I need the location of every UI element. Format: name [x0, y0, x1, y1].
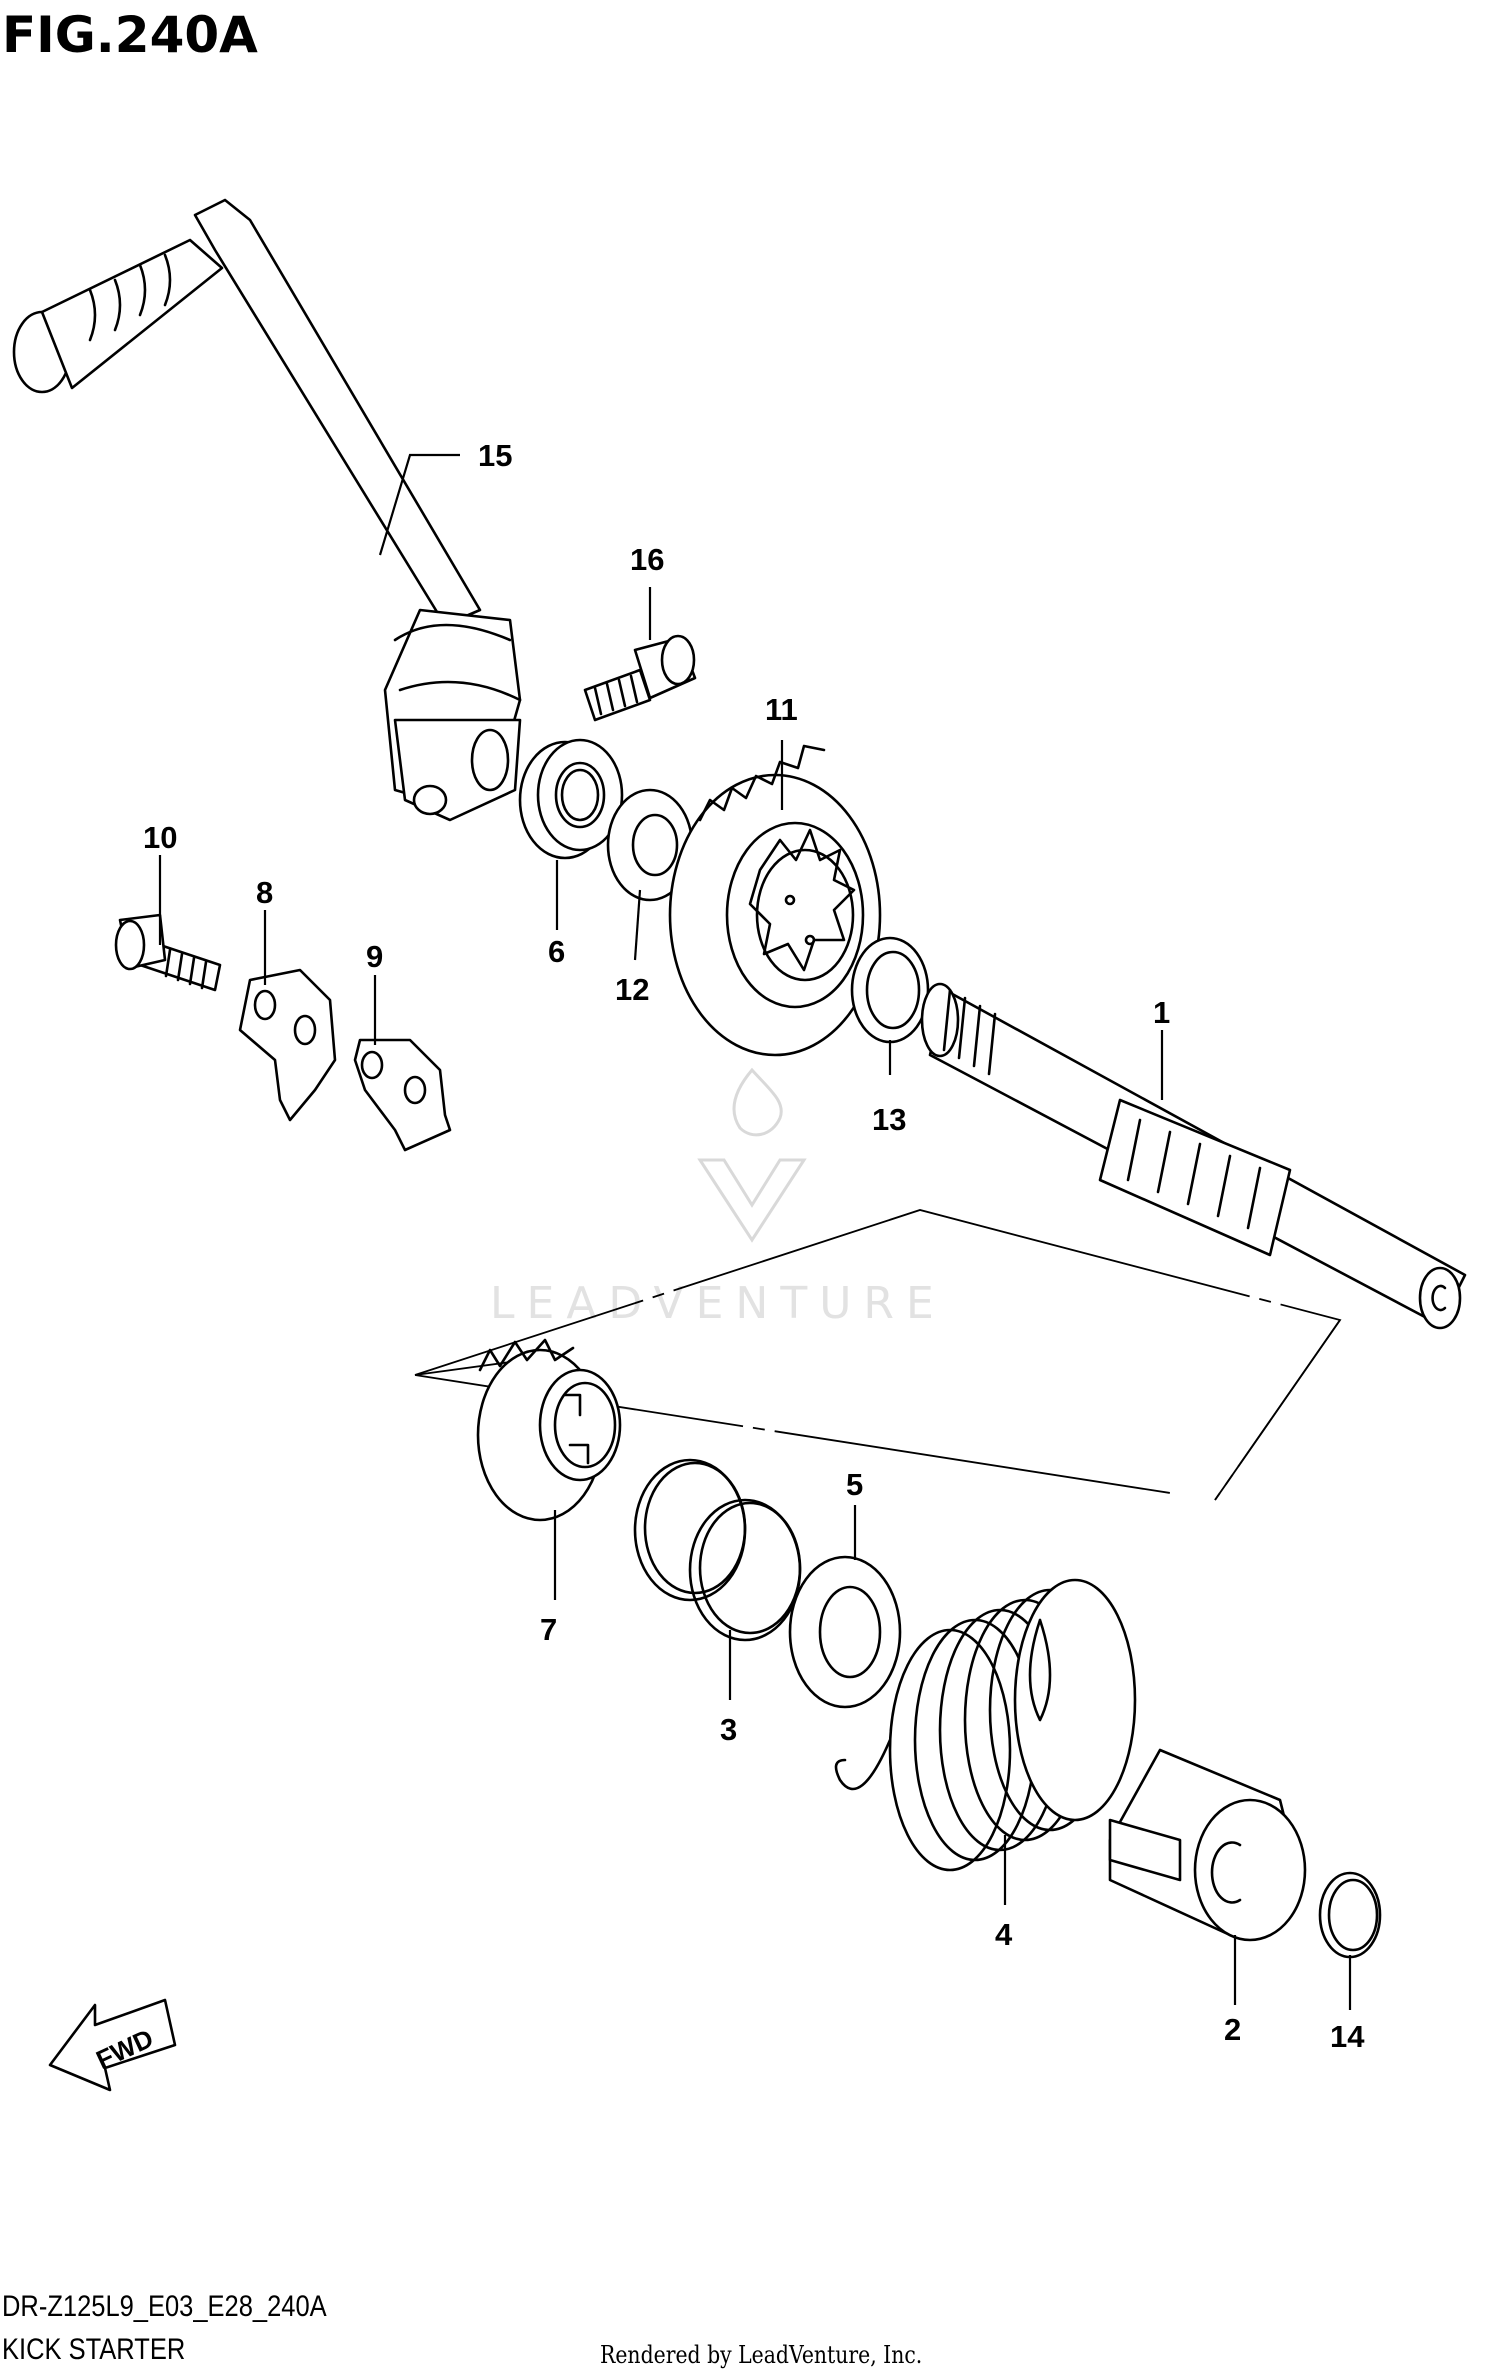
callout-7: 7: [540, 1612, 557, 1647]
watermark-text: LEADVENTURE: [490, 1278, 946, 1329]
callout-16: 16: [630, 542, 664, 577]
callout-12: 12: [615, 972, 649, 1007]
callout-4: 4: [995, 1917, 1013, 1952]
ratchet-guide-plate: [238, 968, 337, 1122]
figure-title: FIG.240A: [2, 6, 258, 64]
kick-starter-spring: [834, 1578, 1137, 1872]
kick-starter-ratchet: [476, 1338, 622, 1522]
circlip: [1318, 1871, 1382, 1959]
callout-11: 11: [765, 692, 798, 727]
callout-13: 13: [872, 1102, 906, 1137]
bolt-10: [114, 913, 222, 992]
kick-starter-spring-guide: [1108, 1748, 1307, 1942]
kick-starter-lever: [12, 198, 522, 822]
washer-5: [788, 1555, 902, 1709]
forward-direction-arrow: FWD: [48, 1998, 177, 2092]
callout-5: 5: [846, 1467, 863, 1502]
callout-leaders: [158, 453, 1352, 2010]
kick-starter-driven-gear: [668, 744, 882, 1057]
callout-9: 9: [366, 939, 383, 974]
spring-3: [633, 1458, 802, 1642]
callout-2: 2: [1224, 2012, 1241, 2047]
leadventure-watermark-logo: LEADVENTURE: [490, 1067, 946, 1329]
washer-13: [850, 936, 930, 1044]
callout-numbers: 15 16 11 10 8 9 6 12 13 1 5 7 3 4 2 14: [143, 438, 1365, 2054]
stopper-plate: [353, 1038, 452, 1152]
oil-seal: [518, 738, 624, 860]
callout-10: 10: [143, 820, 177, 855]
bolt-16: [583, 634, 697, 722]
model-code: DR-Z125L9_E03_E28_240A: [2, 2290, 327, 2323]
washer-12: [606, 788, 694, 902]
callout-3: 3: [720, 1712, 737, 1747]
callout-1: 1: [1153, 995, 1170, 1030]
kick-starter-shaft: [920, 982, 1467, 1330]
callout-6: 6: [548, 934, 565, 969]
callout-15: 15: [478, 438, 512, 473]
callout-8: 8: [256, 875, 273, 910]
callout-14: 14: [1330, 2019, 1365, 2054]
rendered-by-credit: Rendered by LeadVenture, Inc.: [600, 2341, 923, 2369]
section-name: KICK STARTER: [2, 2333, 186, 2366]
